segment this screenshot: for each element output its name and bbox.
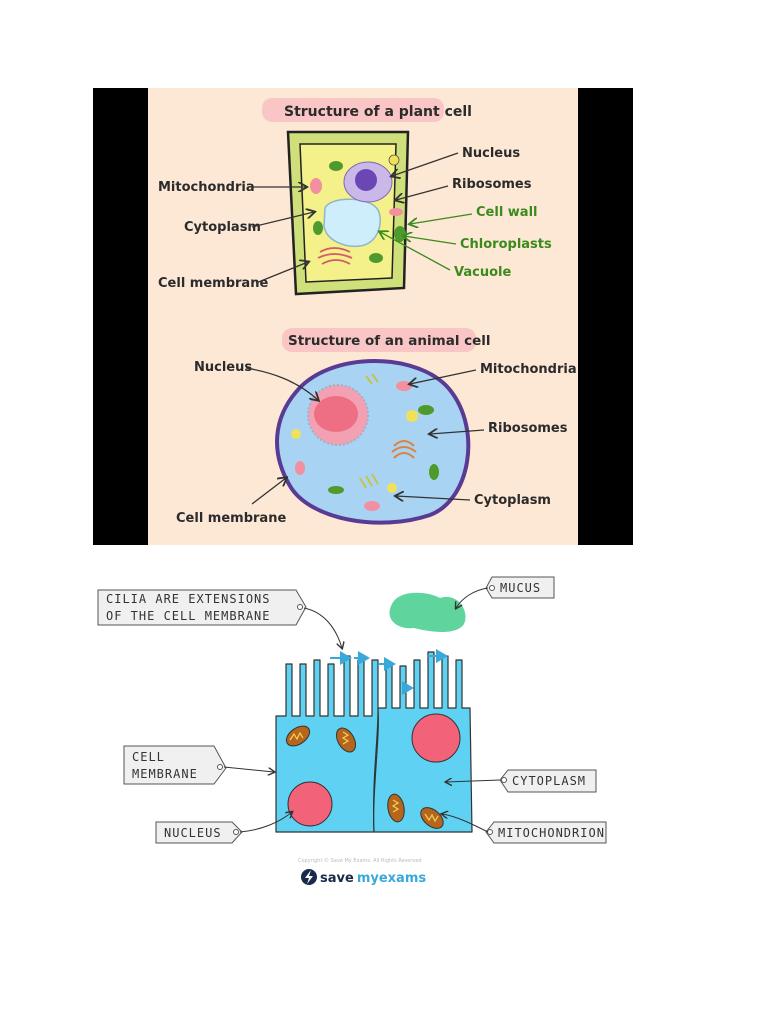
- animal-arrow-nucleus: [245, 367, 318, 400]
- animal-label-nucleus: Nucleus: [194, 360, 252, 375]
- animal-golgi: [391, 440, 417, 459]
- animal-vesicle: [387, 483, 397, 493]
- plant-label-cell-wall: Cell wall: [476, 205, 538, 220]
- animal-vesicle: [406, 410, 418, 422]
- label-mucus-text: MUCUS: [500, 581, 541, 595]
- plant-golgi: [317, 247, 353, 265]
- plant-label-cell-membrane: Cell membrane: [158, 276, 268, 291]
- animal-mitochondria: [396, 381, 412, 391]
- ciliated-nucleus-right: [411, 713, 461, 763]
- label-mitochondrion: MITOCHONDRION: [442, 814, 607, 844]
- logo-exams: exams: [379, 871, 427, 886]
- animal-organelle-green: [429, 464, 439, 480]
- plant-label-ribosomes: Ribosomes: [452, 177, 532, 192]
- plant-mitochondria: [389, 208, 403, 216]
- label-cilia-line1: CILIA ARE EXTENSIONS: [106, 592, 271, 606]
- plant-chloroplast: [313, 221, 323, 235]
- label-mucus: MUCUS: [456, 576, 555, 608]
- mitochondrion: [387, 793, 405, 823]
- label-cytoplasm-text: CYTOPLASM: [512, 774, 586, 788]
- plant-mitochondria: [310, 178, 322, 194]
- animal-label-cell-membrane: Cell membrane: [176, 511, 286, 526]
- plant-chloroplast: [329, 161, 343, 171]
- animal-arrow-mitochondria: [410, 369, 477, 384]
- plant-label-cytoplasm: Cytoplasm: [184, 220, 261, 235]
- plant-vacuole: [323, 198, 381, 248]
- label-cytoplasm: CYTOPLASM: [446, 769, 597, 793]
- mitochondrion: [285, 725, 311, 747]
- animal-organelle-green: [418, 405, 434, 415]
- plant-arrow-cell-wall: [410, 213, 473, 224]
- plant-title: Structure of a plant cell: [284, 104, 472, 120]
- animal-mitochondria: [295, 461, 305, 475]
- arrow-mucus: [456, 587, 489, 608]
- animal-vesicle: [291, 429, 301, 439]
- animal-organelle-green: [328, 486, 344, 494]
- logo-save: save: [320, 871, 354, 886]
- arrow-cytoplasm: [446, 780, 501, 782]
- label-nucleus: NUCLEUS: [155, 812, 292, 844]
- plant-label-vacuole: Vacuole: [454, 265, 511, 280]
- logo-my: my: [357, 871, 380, 886]
- animal-centriole: [359, 473, 379, 489]
- ciliated-cell-section: CILIA ARE EXTENSIONS OF THE CELL MEMBRAN…: [97, 576, 607, 886]
- plant-ribosome: [388, 154, 400, 166]
- arrow-nucleus: [239, 812, 292, 833]
- animal-cell-section: Structure of an animal cell Nucleus Mito…: [176, 328, 577, 526]
- copyright-text: Copyright © Save My Exams. All Rights Re…: [298, 857, 422, 864]
- animal-arrow-cytoplasm: [396, 496, 471, 500]
- plant-label-mitochondria: Mitochondria: [158, 180, 255, 195]
- plant-arrow-cell-membrane: [255, 262, 308, 284]
- arrow-mitochondrion: [442, 814, 489, 833]
- label-cilia-line2: OF THE CELL MEMBRANE: [106, 609, 271, 623]
- mucus-blob: [389, 592, 466, 632]
- animal-arrow-ribosomes: [430, 430, 485, 434]
- plant-label-nucleus: Nucleus: [462, 146, 520, 161]
- mitochondrion: [420, 807, 444, 829]
- plant-arrow-vacuole: [380, 232, 451, 271]
- plant-title-highlight: [262, 98, 444, 122]
- mitochondrion: [336, 727, 356, 753]
- label-cell-membrane-line2: MEMBRANE: [132, 767, 198, 781]
- plant-chloroplast: [369, 253, 383, 263]
- plant-cell-section: Structure of a plant cell Mitochondria C…: [158, 98, 552, 296]
- animal-label-ribosomes: Ribosomes: [488, 421, 568, 436]
- plant-arrow-ribosomes: [396, 185, 449, 200]
- plant-chloroplast: [394, 226, 406, 242]
- plant-arrow-chloroplasts: [404, 236, 457, 245]
- label-mitochondrion-text: MITOCHONDRION: [498, 826, 605, 840]
- label-cell-membrane: CELL MEMBRANE: [123, 745, 274, 785]
- animal-centriole: [365, 373, 379, 385]
- animal-title-highlight: [282, 328, 476, 352]
- arrow-cell-membrane: [223, 766, 274, 772]
- animal-mitochondria: [364, 501, 380, 511]
- plant-arrow-cytoplasm: [251, 212, 314, 228]
- animal-label-cytoplasm: Cytoplasm: [474, 493, 551, 508]
- ciliated-nucleus-left: [287, 781, 333, 827]
- plant-label-chloroplasts: Chloroplasts: [460, 237, 552, 252]
- plant-nucleolus: [355, 169, 377, 191]
- animal-arrow-cell-membrane: [251, 478, 286, 505]
- arrow-cilia: [303, 607, 342, 648]
- animal-nucleolus: [314, 396, 358, 432]
- animal-title: Structure of an animal cell: [288, 333, 491, 349]
- label-nucleus-text: NUCLEUS: [164, 826, 222, 840]
- label-cell-membrane-line1: CELL: [132, 750, 165, 764]
- label-cilia: CILIA ARE EXTENSIONS OF THE CELL MEMBRAN…: [97, 589, 342, 648]
- animal-label-mitochondria: Mitochondria: [480, 362, 577, 377]
- plant-arrow-nucleus: [392, 152, 459, 176]
